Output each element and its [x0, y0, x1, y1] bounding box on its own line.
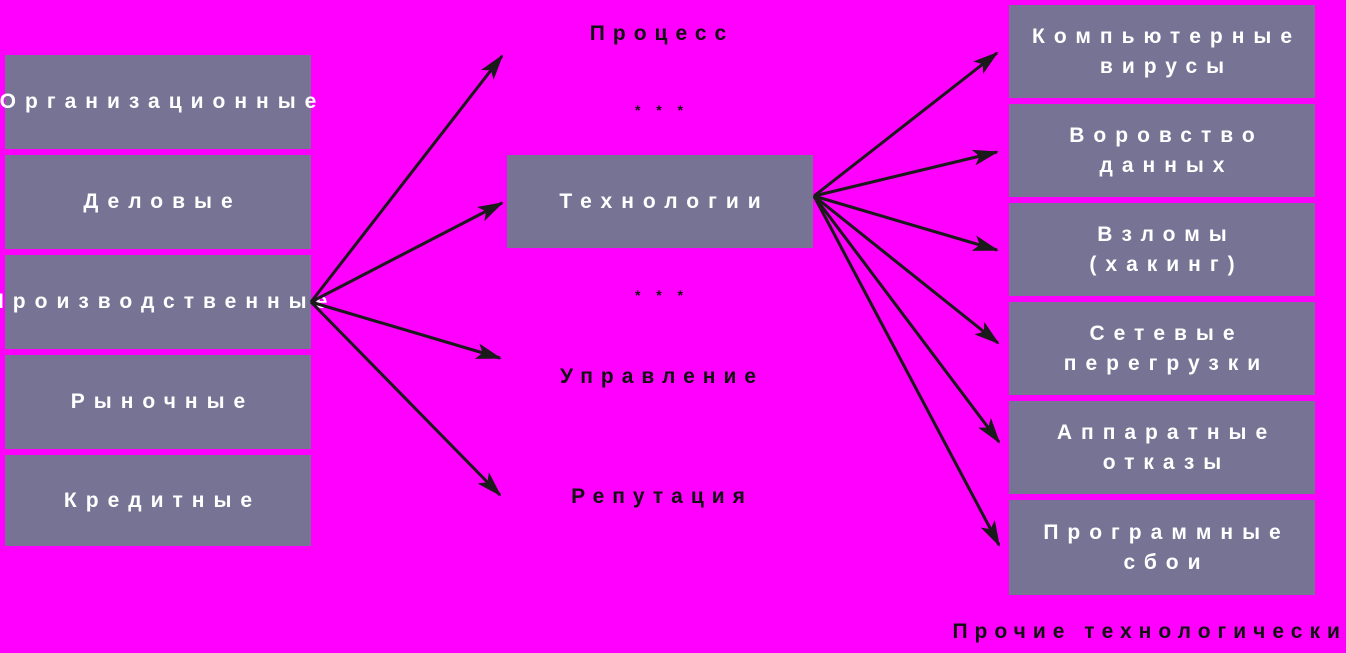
- center-label-process: Процесс: [589, 22, 735, 45]
- arrow-to-data-theft: [813, 149, 999, 198]
- right-box-line2: данных: [1099, 153, 1234, 177]
- center-label-reputation: Репутация: [571, 485, 753, 508]
- arrow-to-hardware-failures: [812, 195, 1001, 444]
- right-box-line1: Сетевые: [1089, 321, 1244, 345]
- right-box-line2: вирусы: [1099, 54, 1234, 78]
- left-box-label: Производственные: [0, 290, 337, 313]
- footer-label-other-tech: Прочие технологические: [952, 620, 1346, 643]
- right-box-line1: Компьютерные: [1032, 24, 1301, 48]
- right-box-hardware-failures: Аппаратные отказы: [1009, 401, 1315, 494]
- right-box-line1: Программные: [1043, 520, 1290, 544]
- left-box-credit: Кредитные: [5, 455, 311, 546]
- arrow-to-reputation: [309, 300, 502, 497]
- arrow-to-network-overload: [813, 194, 1000, 345]
- right-box-network-overload: Сетевые перегрузки: [1009, 302, 1315, 395]
- arrow-to-viruses: [813, 51, 999, 198]
- right-box-line2: сбои: [1123, 550, 1210, 574]
- right-box-data-theft: Воровство данных: [1009, 104, 1315, 197]
- arrow-to-software-failures: [812, 195, 1001, 547]
- right-box-line2: отказы: [1102, 450, 1231, 474]
- left-box-label: Организационные: [0, 90, 326, 113]
- left-box-label: Кредитные: [63, 488, 262, 512]
- center-label-management: Управление: [559, 365, 765, 388]
- right-box-line1: Воровство: [1069, 123, 1264, 147]
- arrow-to-technologies: [310, 201, 504, 304]
- right-box-software-failures: Программные сбои: [1009, 500, 1315, 595]
- arrow-to-hacking: [813, 194, 999, 252]
- left-box-market: Рыночные: [5, 355, 311, 449]
- right-box-line1: Аппаратные: [1056, 420, 1277, 444]
- left-box-production: Производственные: [0, 255, 327, 349]
- left-box-business: Деловые: [5, 155, 311, 249]
- left-box-label: Рыночные: [70, 390, 255, 413]
- center-box-label: Технологии: [559, 189, 770, 213]
- right-box-viruses: Компьютерные вирусы: [1009, 5, 1315, 98]
- arrow-to-process: [309, 54, 504, 303]
- right-box-line2: (хакинг): [1089, 252, 1244, 276]
- left-box-label: Деловые: [83, 190, 242, 213]
- stars-separator-bottom: * * *: [634, 287, 690, 303]
- right-box-hacking: Взломы (хакинг): [1009, 203, 1315, 296]
- stars-separator-top: * * *: [634, 102, 690, 118]
- right-box-line1: Взломы: [1097, 222, 1236, 246]
- left-box-organizational: Организационные: [0, 55, 316, 149]
- center-box-technologies: Технологии: [507, 155, 813, 248]
- right-box-line2: перегрузки: [1063, 351, 1270, 375]
- arrow-to-management: [310, 300, 502, 360]
